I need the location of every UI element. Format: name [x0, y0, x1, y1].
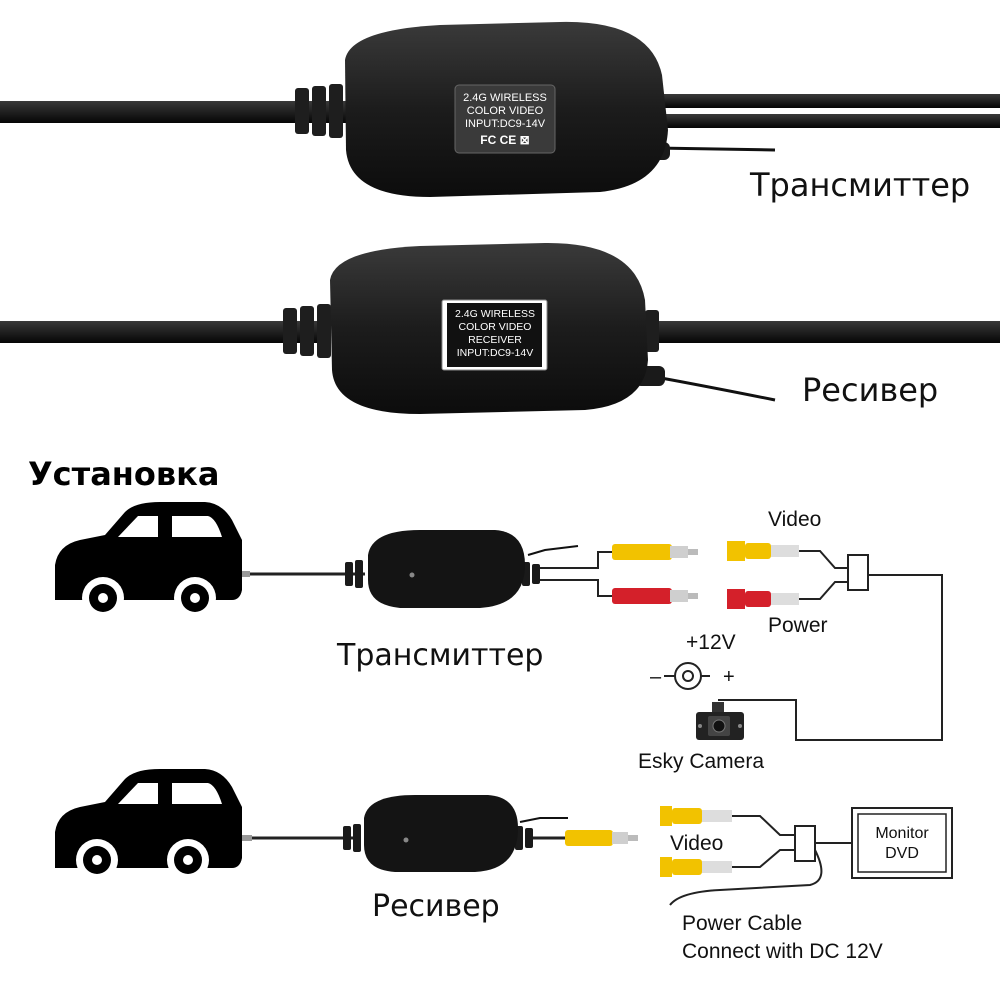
rca-red-female-1	[727, 589, 799, 609]
transmitter-label-line-3: INPUT:DC9-14V	[465, 118, 546, 130]
receiver-label-line-4: INPUT:DC9-14V	[457, 347, 533, 359]
power-cable-label-line-1: Power Cable	[682, 912, 802, 935]
polarity-minus: –	[650, 666, 662, 688]
cable-joint-box-2	[794, 825, 816, 862]
receiver-label-line-2: COLOR VIDEO	[459, 321, 532, 333]
receiver-label-line-3: RECEIVER	[468, 334, 522, 346]
receiver-photo: 2.4G WIRELESS COLOR VIDEO RECEIVER INPUT…	[0, 242, 1000, 414]
transmitter-device-small	[345, 530, 579, 608]
video-label-bottom: Video	[670, 832, 723, 855]
camera-icon	[696, 702, 744, 740]
transmitter-cert-marks: FC CE ⊠	[480, 133, 529, 147]
monitor-label-line-2: DVD	[885, 845, 919, 862]
rca-yellow-female-2b	[660, 857, 732, 877]
rca-yellow-male-1	[612, 544, 698, 560]
car-icon-bottom	[55, 769, 242, 881]
rca-yellow-female-2a	[660, 806, 732, 826]
receiver-device-small	[343, 795, 568, 872]
cable-joint-box-1	[847, 554, 869, 591]
power-label: Power	[768, 614, 828, 637]
transmitter-photo: 2.4G WIRELESS COLOR VIDEO INPUT:DC9-14V …	[0, 21, 1000, 197]
rca-yellow-male-2	[565, 830, 638, 846]
car-icon-top	[55, 502, 242, 619]
receiver-label-line-1: 2.4G WIRELESS	[455, 308, 535, 320]
receiver-photo-caption: Ресивер	[802, 371, 938, 409]
install-heading: Установка	[28, 455, 219, 493]
video-label-top: Video	[768, 508, 821, 531]
plus-12v-label: +12V	[686, 631, 736, 654]
power-cable-label-line-2: Connect with DC 12V	[682, 940, 883, 963]
rca-red-male-1	[612, 588, 698, 604]
transmitter-label-line-2: COLOR VIDEO	[467, 105, 544, 117]
monitor-label-line-1: Monitor	[875, 825, 929, 842]
polarity-plus: +	[723, 666, 735, 688]
camera-label: Esky Camera	[638, 750, 764, 773]
rca-yellow-female-1	[727, 541, 799, 561]
transmitter-label-line-1: 2.4G WIRELESS	[463, 92, 547, 104]
transmitter-diagram-caption: Трансмиттер	[336, 638, 543, 673]
receiver-diagram-caption: Ресивер	[372, 889, 500, 924]
dc-jack-icon	[664, 662, 710, 690]
transmitter-photo-caption: Трансмиттер	[749, 166, 970, 204]
